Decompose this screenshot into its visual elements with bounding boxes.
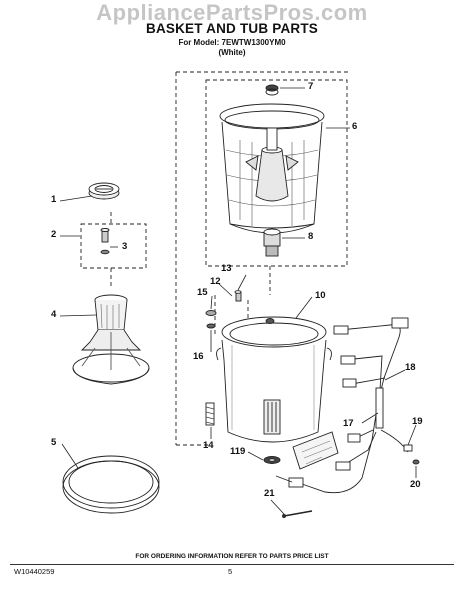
part-15-16-hardware [205,310,217,329]
ordering-note: FOR ORDERING INFORMATION REFER TO PARTS … [135,553,329,560]
callout-16: 16 [193,351,204,362]
callout-15: 15 [197,287,208,298]
callout-9: 9 [240,446,246,457]
callout-18: 18 [405,362,416,373]
page-number: 5 [228,567,233,576]
color-line: (White) [218,48,246,57]
part-14-spring [205,402,215,426]
callout-20: 20 [410,479,421,490]
part-7-nut [265,84,279,96]
part-11-seal [263,456,281,464]
callout-17: 17 [343,418,354,429]
part-8-hub [263,228,281,257]
callout-6: 6 [352,121,358,132]
assembly-outline [80,71,350,446]
page-title: BASKET AND TUB PARTS [146,21,318,36]
document-number: W10440259 [14,567,55,576]
callout-5: 5 [51,437,57,448]
callout-4: 4 [51,309,57,320]
callout-8: 8 [308,231,314,242]
callout-14: 14 [203,440,214,451]
part-10-tub [216,316,332,443]
callout-11: 11 [230,446,241,457]
part-19-20-connector [403,444,420,465]
footer-divider [10,564,454,565]
model-line: For Model: 7EWTW1300YM0 [178,38,286,47]
callout-21: 21 [264,488,275,499]
watermark: AppliancePartsPros.com [96,0,368,25]
callout-7: 7 [308,81,314,92]
callout-19: 19 [412,416,423,427]
part-2-3-screw [100,228,110,255]
part-21-rod [282,510,313,518]
part-6-basket [219,103,325,234]
tub-outlet [263,399,281,435]
part-4-drive-block [72,294,150,385]
callout-10: 10 [315,290,326,301]
callout-13: 13 [221,263,232,274]
part-12-13-screws [234,290,242,302]
leader-lines [59,87,417,515]
callout-1: 1 [51,194,57,205]
callout-3: 3 [122,241,128,252]
callout-12: 12 [210,276,221,287]
callout-2: 2 [51,229,57,240]
part-5-ring [62,455,160,514]
part-1-cap [88,182,120,200]
part-9-label [292,431,339,470]
